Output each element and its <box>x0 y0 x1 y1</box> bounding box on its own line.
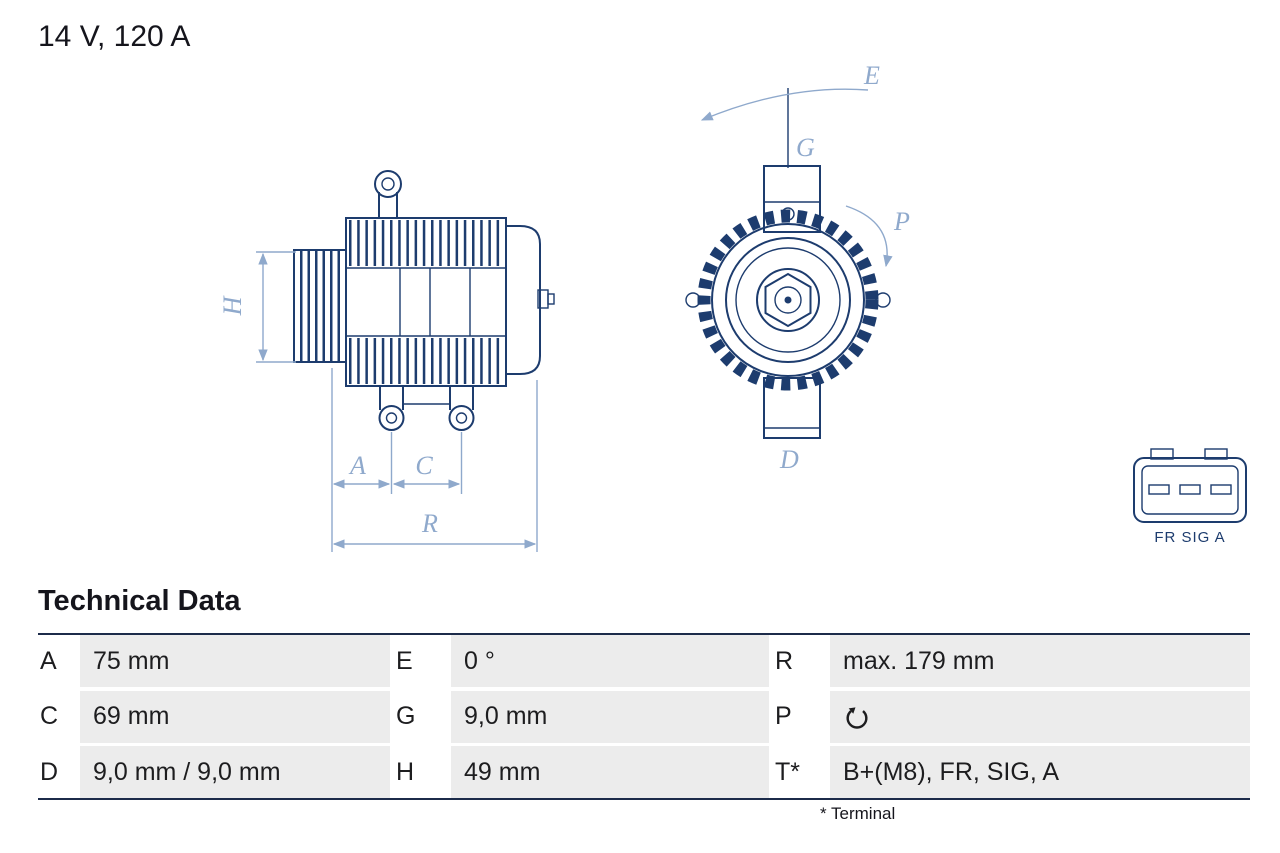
rotation-cw-icon <box>846 706 868 729</box>
housing-ring <box>711 223 865 377</box>
spec-value-p <box>830 690 1250 743</box>
pulley-ring <box>725 237 851 363</box>
dimension-label-g: G <box>796 133 815 162</box>
terminal-stub-tip <box>547 293 555 305</box>
connector-pin <box>1148 484 1170 495</box>
spec-value-h: 49 mm <box>451 746 769 798</box>
shaft-hex-nut <box>764 272 812 328</box>
bottom-lug-eye <box>448 405 475 431</box>
spec-value-g: 9,0 mm <box>451 690 769 743</box>
bottom-bracket <box>763 377 821 439</box>
rotation-arrow-p <box>845 205 893 268</box>
dimension-label-a: A <box>348 451 366 480</box>
technical-data-title: Technical Data <box>38 585 241 617</box>
dimension-label-d: D <box>779 445 799 474</box>
shaft-center <box>784 296 792 304</box>
dimension-label-h: H <box>218 295 247 316</box>
spec-key-h: H <box>394 746 447 798</box>
top-bracket <box>763 165 821 233</box>
dimension-label-p: P <box>893 207 910 236</box>
spec-value-r: max. 179 mm <box>830 635 1250 687</box>
technical-drawing-canvas: H A C R E G <box>218 61 1247 552</box>
spec-value-t: B+(M8), FR, SIG, A <box>830 746 1250 798</box>
spec-key-r: R <box>773 635 826 687</box>
bottom-lug-hole <box>455 412 468 424</box>
alternator-front-view: E G P D <box>685 61 910 474</box>
spec-key-a: A <box>38 635 76 687</box>
top-lug-hole <box>381 177 395 191</box>
technical-data-table: A 75 mm E 0 ° R max. 179 mm C 69 mm G 9,… <box>38 633 1250 800</box>
dimension-label-r: R <box>421 509 438 538</box>
connector-inner <box>1141 465 1239 515</box>
spec-value-c: 69 mm <box>80 690 390 743</box>
nut-boss-ring <box>756 268 820 332</box>
terminal-footnote: * Terminal <box>820 804 896 823</box>
dimension-label-e: E <box>863 61 880 90</box>
spec-key-g: G <box>394 690 447 743</box>
spec-value-d: 9,0 mm / 9,0 mm <box>80 746 390 798</box>
stator-teeth-ring <box>697 209 879 391</box>
bottom-lug-eye <box>378 405 405 431</box>
side-ear-left <box>685 292 701 308</box>
pulley-inner-ring <box>735 247 841 353</box>
spec-key-c: C <box>38 690 76 743</box>
spec-value-e: 0 ° <box>451 635 769 687</box>
angle-arc-e <box>700 88 869 121</box>
alternator-side-view: H A C R <box>218 170 555 552</box>
spec-value-a: 75 mm <box>80 635 390 687</box>
top-lug-eye <box>374 170 402 198</box>
spec-key-t: T* <box>773 746 826 798</box>
dimension-label-c: C <box>415 451 433 480</box>
side-ear-right <box>875 292 891 308</box>
rear-cover <box>506 225 541 375</box>
voltage-current-rating: 14 V, 120 A <box>38 20 191 53</box>
housing-outline <box>345 217 507 387</box>
spec-key-p: P <box>773 690 826 743</box>
connector-outline <box>1133 457 1247 523</box>
connector-pin <box>1179 484 1201 495</box>
connector-pin <box>1210 484 1232 495</box>
spec-key-d: D <box>38 746 76 798</box>
plug-connector-drawing: FR SIG A <box>1133 448 1247 546</box>
spec-key-e: E <box>394 635 447 687</box>
shaft-ring <box>774 286 802 314</box>
bottom-lug-hole <box>385 412 398 424</box>
connector-terminals-label: FR SIG A <box>1154 529 1225 546</box>
